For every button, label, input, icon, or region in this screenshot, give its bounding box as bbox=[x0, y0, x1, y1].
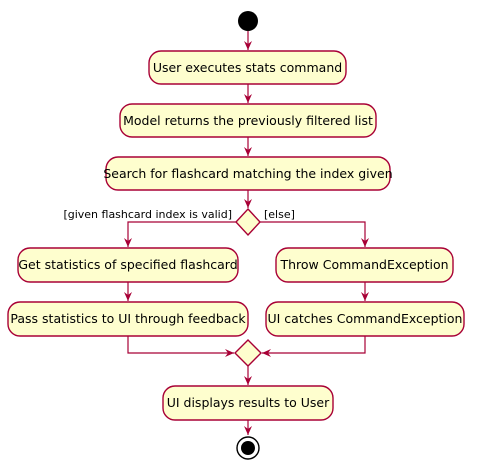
start-node bbox=[238, 11, 258, 31]
action-model-returns: Model returns the previously filtered li… bbox=[119, 103, 377, 138]
action-search-label: Search for flashcard matching the index … bbox=[103, 166, 392, 181]
action-get-stats-label: Get statistics of specified flashcard bbox=[18, 257, 237, 272]
decision-diamond bbox=[235, 207, 261, 237]
guard-else-label: [else] bbox=[264, 208, 295, 221]
action-throw: Throw CommandException bbox=[275, 247, 454, 283]
action-displays: UI displays results to User bbox=[162, 385, 334, 421]
action-search: Search for flashcard matching the index … bbox=[103, 156, 393, 191]
action-pass-stats: Pass statistics to UI through feedback bbox=[7, 301, 249, 337]
action-pass-stats-label: Pass statistics to UI through feedback bbox=[10, 311, 246, 326]
edges bbox=[124, 31, 369, 435]
edge-catches-to-merge bbox=[262, 336, 366, 357]
merge-diamond bbox=[234, 339, 262, 367]
edge-decision-to-throw bbox=[260, 221, 369, 247]
action-catches-label: UI catches CommandException bbox=[268, 311, 463, 326]
action-throw-label: Throw CommandException bbox=[279, 257, 448, 272]
action-displays-label: UI displays results to User bbox=[167, 395, 330, 410]
end-node bbox=[236, 436, 260, 460]
edge-decision-to-get-stats bbox=[124, 221, 236, 247]
action-catches: UI catches CommandException bbox=[265, 301, 465, 337]
edge-pass-to-merge bbox=[127, 336, 234, 357]
action-model-returns-label: Model returns the previously filtered li… bbox=[123, 113, 373, 128]
action-get-stats: Get statistics of specified flashcard bbox=[17, 247, 239, 283]
action-executes-stats: User executes stats command bbox=[148, 50, 347, 85]
guard-valid-label: [given flashcard index is valid] bbox=[63, 208, 232, 221]
action-executes-stats-label: User executes stats command bbox=[153, 60, 342, 75]
